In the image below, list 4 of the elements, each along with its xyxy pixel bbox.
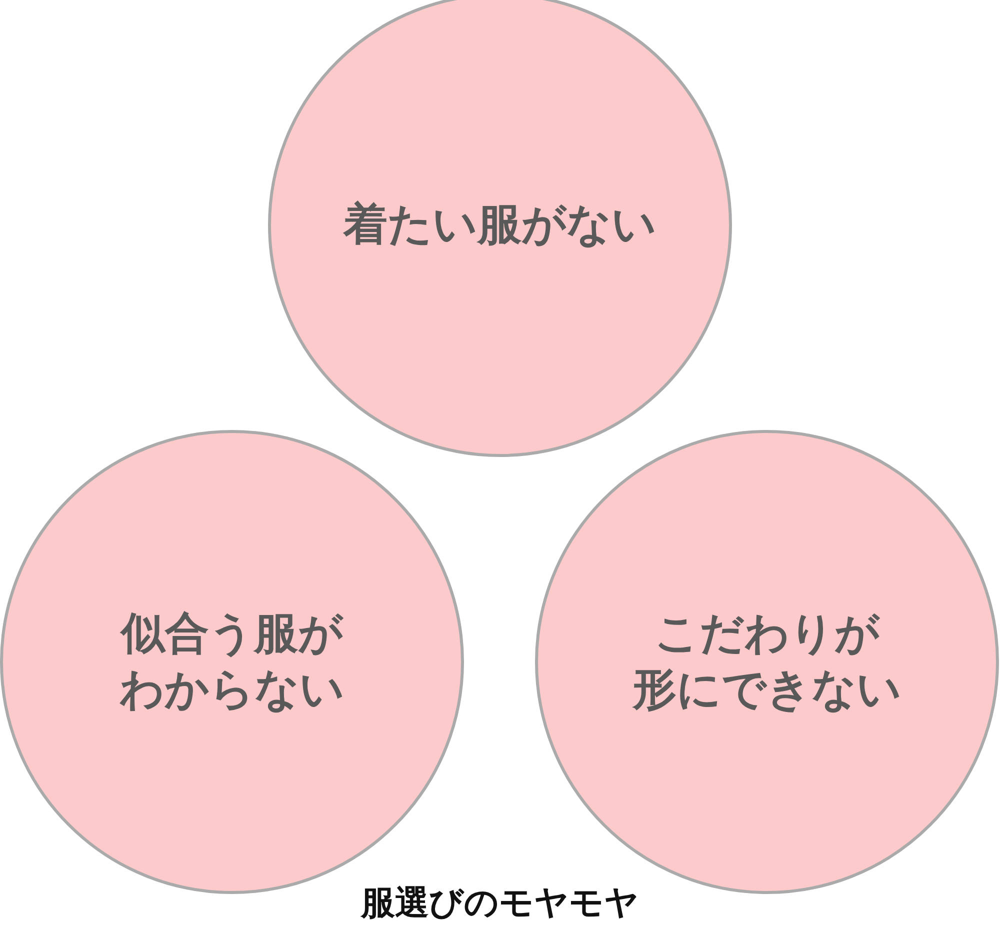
circle-label: 似合う服がわからない	[118, 607, 346, 717]
circle-label: 着たい服がない	[344, 198, 656, 252]
caption: 服選びのモヤモヤ	[360, 882, 640, 925]
circle-label: こだわりが形にできない	[631, 607, 902, 717]
